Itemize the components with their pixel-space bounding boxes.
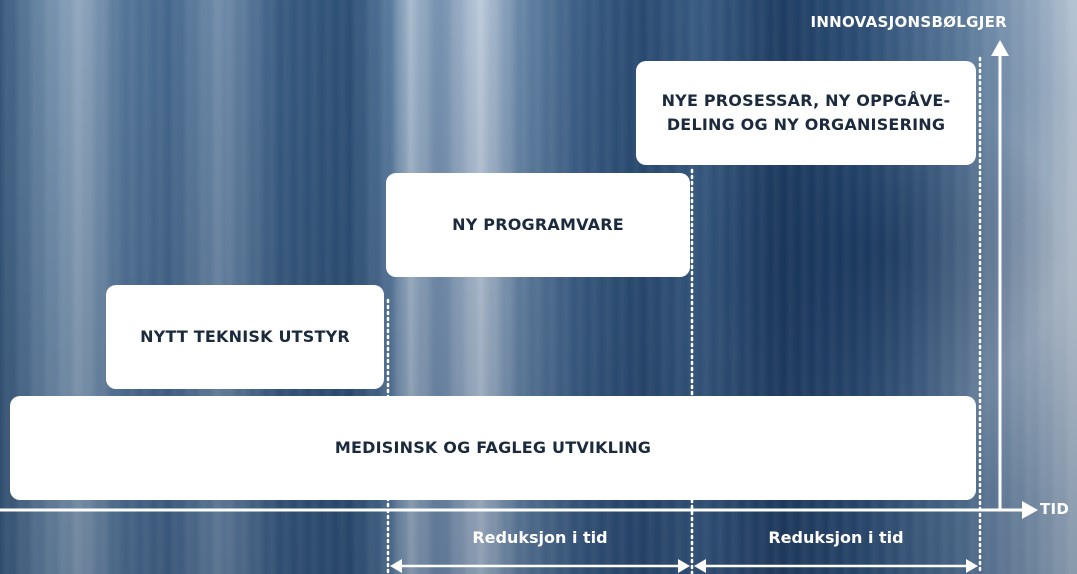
x-axis-arrowhead bbox=[1022, 501, 1038, 519]
x-axis-label: TID bbox=[1040, 500, 1070, 518]
reduction-arrow-1-right-head bbox=[678, 559, 690, 573]
y-axis-label: INNOVASJONSBØLGJER bbox=[810, 13, 1007, 31]
wave-label-medisinsk: MEDISINSK OG FAGLEG UTVIKLING bbox=[334, 438, 652, 457]
wave-box-medisinsk: MEDISINSK OG FAGLEG UTVIKLING bbox=[10, 396, 976, 500]
wave-label-prosessar-line1: NYE PROSESSAR, NY OPPGÅVE- bbox=[661, 91, 951, 110]
wave-box-utstyr: NYTT TEKNISK UTSTYR bbox=[106, 285, 384, 389]
y-axis-arrowhead bbox=[991, 40, 1009, 56]
wave-box-prosessar: NYE PROSESSAR, NY OPPGÅVE- DELING OG NY … bbox=[636, 61, 976, 165]
reduction-label-2: Reduksjon i tid bbox=[768, 528, 904, 547]
reduction-label-1: Reduksjon i tid bbox=[472, 528, 608, 547]
reduction-arrow-2-left-head bbox=[694, 559, 706, 573]
reduction-arrow-2-right-head bbox=[966, 559, 978, 573]
wave-label-utstyr: NYTT TEKNISK UTSTYR bbox=[140, 327, 350, 346]
wave-label-programvare: NY PROGRAMVARE bbox=[452, 215, 624, 234]
wave-box-programvare: NY PROGRAMVARE bbox=[386, 173, 690, 277]
reduction-arrow-1-left-head bbox=[390, 559, 402, 573]
wave-label-prosessar-line2: DELING OG NY ORGANISERING bbox=[666, 115, 946, 134]
